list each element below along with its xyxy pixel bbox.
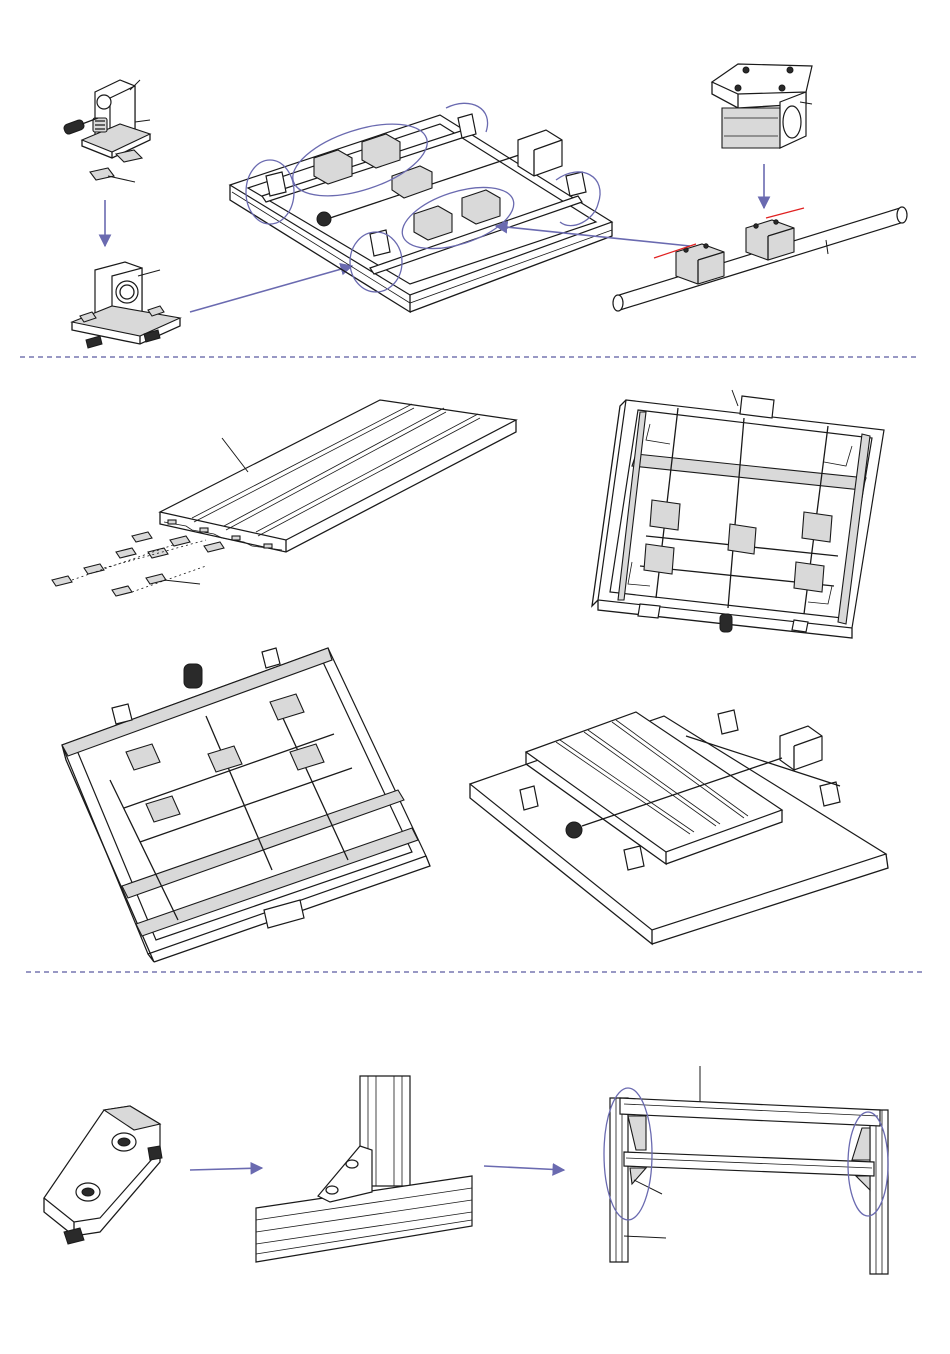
t-joint-with-bracket [256,1076,472,1262]
rail-support-exploded-icon [63,80,150,182]
t-nut-set-icon [52,532,224,596]
rail-support-assembled-icon [72,262,180,348]
frame-underside-rotated [62,648,430,962]
rod-with-bearing-blocks [613,207,907,311]
pointer-arrow-icon [190,266,352,312]
linear-bearing-block-icon [712,64,812,148]
section-corner-bracket-frame [44,1066,888,1274]
frame-underside-view [592,390,884,638]
corner-bracket-icon [44,1106,162,1244]
machine-base-frame [230,114,612,312]
section-table-plate-mounting [52,390,888,962]
section-rail-support-assembly [63,64,907,348]
frame-with-table-plate [470,710,888,944]
right-arrow-icon [190,1168,262,1170]
table-plate-profile [160,400,516,552]
right-arrow-icon [484,1166,564,1170]
gantry-frame [604,1066,888,1274]
